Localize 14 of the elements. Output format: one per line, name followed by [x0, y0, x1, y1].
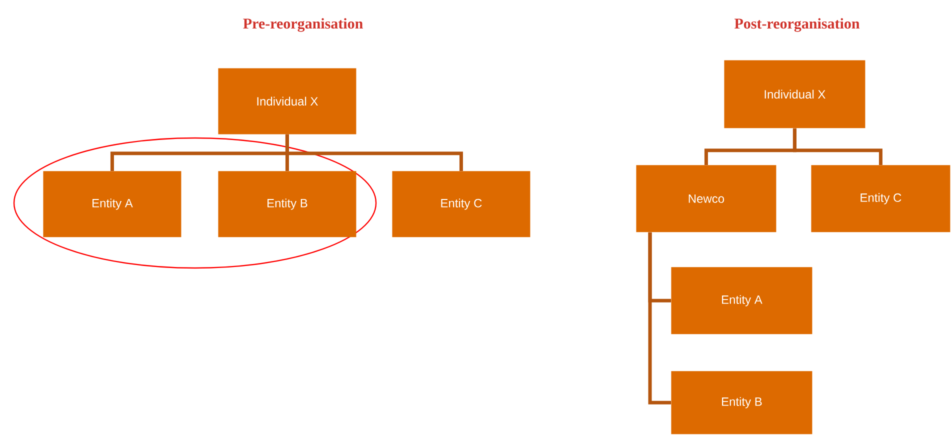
- connector-line: [792, 128, 882, 165]
- org-box: Entity B: [218, 171, 356, 238]
- org-box: Entity A: [43, 171, 182, 238]
- connector-line: [648, 232, 671, 404]
- org-box: Entity C: [392, 171, 530, 238]
- org-box: Individual X: [218, 68, 356, 134]
- org-box: Entity B: [671, 371, 812, 434]
- org-box: Entity A: [671, 267, 812, 334]
- connector-line: [285, 134, 463, 171]
- section-heading: Pre-reorganisation: [243, 18, 363, 32]
- org-box: Individual X: [724, 60, 866, 128]
- org-box: Entity C: [811, 165, 950, 232]
- org-box: Newco: [636, 165, 776, 232]
- section-heading: Post-reorganisation: [734, 18, 860, 32]
